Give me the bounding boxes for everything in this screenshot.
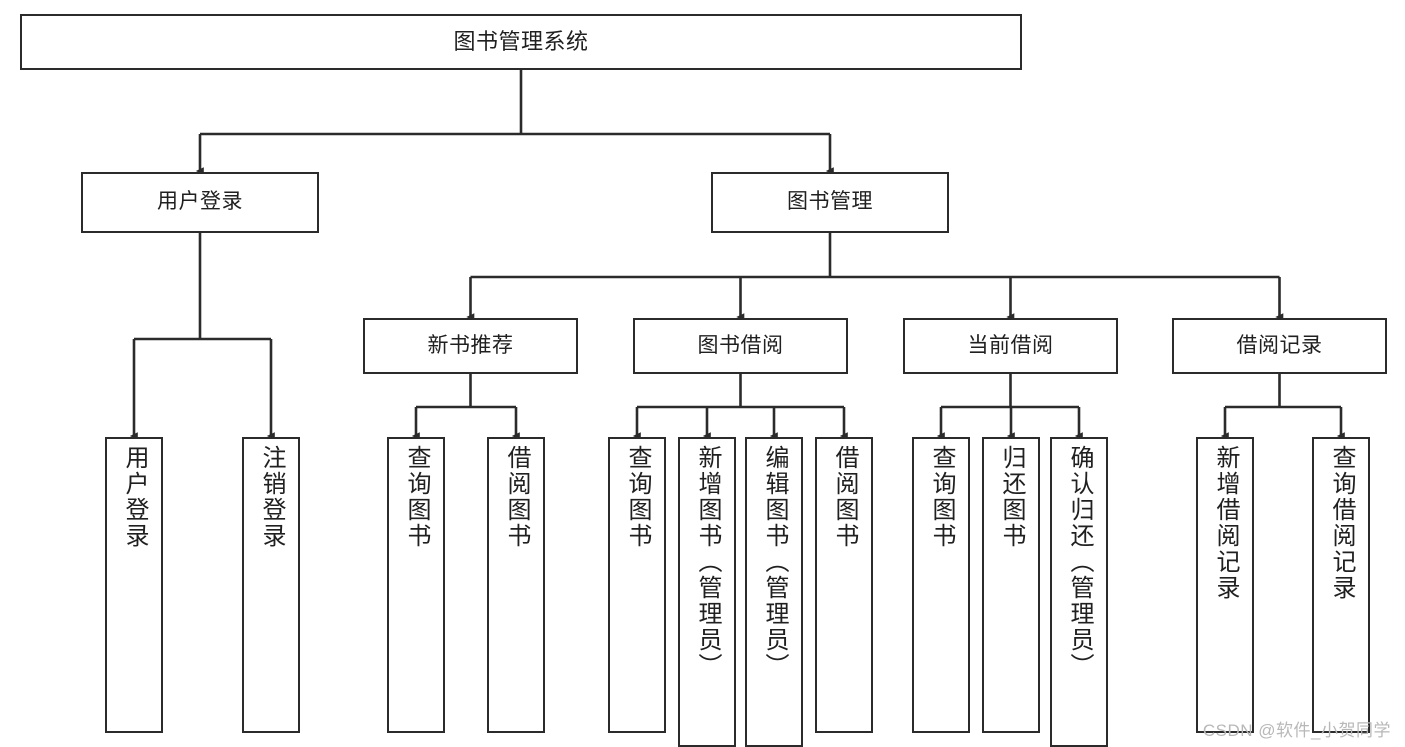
node-leaf-br-query[interactable]: 查询借阅记录 xyxy=(1312,437,1370,733)
node-label-leaf-rec-borrow: 借阅图书 xyxy=(503,445,530,549)
watermark-text: CSDN @软件_小贺同学 xyxy=(1202,721,1391,740)
node-leaf-br-add[interactable]: 新增借阅记录 xyxy=(1196,437,1254,733)
node-label-new-book-rec: 新书推荐 xyxy=(427,333,514,357)
node-label-leaf-br-add: 新增借阅记录 xyxy=(1212,445,1239,601)
node-book-borrow[interactable]: 图书借阅 xyxy=(633,318,848,374)
node-leaf-bw-query[interactable]: 查询图书 xyxy=(608,437,666,733)
node-book-manage[interactable]: 图书管理 xyxy=(711,172,949,233)
node-new-book-rec[interactable]: 新书推荐 xyxy=(363,318,578,374)
node-label-leaf-cb-confirm: 确认归还（管理员） xyxy=(1066,445,1093,679)
node-root[interactable]: 图书管理系统 xyxy=(20,14,1022,70)
node-current-borrow[interactable]: 当前借阅 xyxy=(903,318,1118,374)
node-user-login[interactable]: 用户登录 xyxy=(81,172,319,233)
node-leaf-user-logout[interactable]: 注销登录 xyxy=(242,437,300,733)
node-label-leaf-bw-query: 查询图书 xyxy=(624,445,651,549)
node-label-leaf-user-logout: 注销登录 xyxy=(258,445,285,549)
node-leaf-bw-edit[interactable]: 编辑图书（管理员） xyxy=(745,437,803,747)
node-label-book-borrow: 图书借阅 xyxy=(697,333,784,357)
node-leaf-user-login[interactable]: 用户登录 xyxy=(105,437,163,733)
node-label-leaf-cb-query: 查询图书 xyxy=(928,445,955,549)
node-leaf-cb-confirm[interactable]: 确认归还（管理员） xyxy=(1050,437,1108,747)
node-label-leaf-rec-query: 查询图书 xyxy=(403,445,430,549)
node-leaf-rec-borrow[interactable]: 借阅图书 xyxy=(487,437,545,733)
node-label-leaf-bw-add: 新增图书（管理员） xyxy=(694,445,721,679)
node-leaf-rec-query[interactable]: 查询图书 xyxy=(387,437,445,733)
node-label-leaf-br-query: 查询借阅记录 xyxy=(1328,445,1355,601)
node-leaf-cb-return[interactable]: 归还图书 xyxy=(982,437,1040,733)
node-label-leaf-cb-return: 归还图书 xyxy=(998,445,1025,549)
node-label-current-borrow: 当前借阅 xyxy=(967,333,1054,357)
node-leaf-bw-add[interactable]: 新增图书（管理员） xyxy=(678,437,736,747)
node-leaf-cb-query[interactable]: 查询图书 xyxy=(912,437,970,733)
node-label-user-login: 用户登录 xyxy=(157,190,243,214)
node-label-leaf-user-login: 用户登录 xyxy=(121,445,148,549)
node-label-book-manage: 图书管理 xyxy=(787,190,873,214)
node-label-root: 图书管理系统 xyxy=(453,29,589,55)
node-label-leaf-bw-edit: 编辑图书（管理员） xyxy=(761,445,788,679)
node-label-leaf-bw-borrow: 借阅图书 xyxy=(831,445,858,549)
node-leaf-bw-borrow[interactable]: 借阅图书 xyxy=(815,437,873,733)
node-borrow-record[interactable]: 借阅记录 xyxy=(1172,318,1387,374)
node-label-borrow-record: 借阅记录 xyxy=(1236,333,1323,357)
